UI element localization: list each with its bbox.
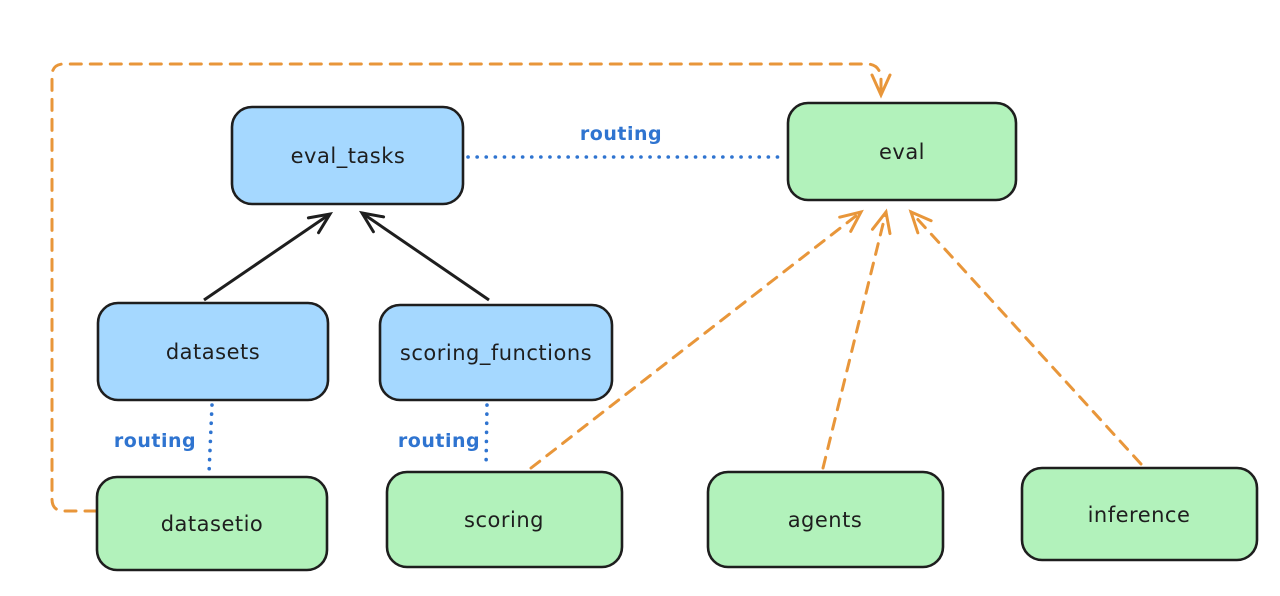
node-datasets: datasets	[96, 301, 330, 402]
node-scoring-functions: scoring_functions	[378, 303, 614, 402]
edge-datasets-to-eval-tasks	[203, 211, 334, 302]
node-eval: eval	[786, 101, 1018, 202]
node-box-inference	[1022, 468, 1257, 560]
edge-routing-datasets-to-datasetio	[207, 403, 214, 475]
node-box-scoring	[387, 472, 622, 567]
node-inference: inference	[1020, 466, 1259, 562]
node-label-datasets: datasets	[166, 340, 260, 364]
routing-label-eval-tasks-eval: routing	[580, 123, 662, 145]
node-label-eval: eval	[879, 140, 925, 164]
node-eval-tasks: eval_tasks	[230, 105, 465, 206]
node-box-eval-tasks	[232, 107, 463, 204]
node-border-scoring	[385, 470, 624, 569]
edge-scoring-to-eval	[529, 209, 864, 470]
node-scoring: scoring	[385, 470, 624, 569]
edge-scoring-functions-to-eval-tasks	[358, 210, 490, 302]
node-box-agents	[708, 472, 943, 567]
node-datasetio: datasetio	[95, 475, 329, 572]
node-label-datasetio: datasetio	[161, 512, 264, 536]
edge-datasetio-to-eval	[50, 62, 892, 513]
node-border-inference	[1020, 466, 1259, 562]
edge-inference-to-eval	[908, 209, 1143, 466]
node-border-datasets	[96, 301, 330, 402]
node-label-scoring: scoring	[464, 508, 544, 532]
node-label-scoring-functions: scoring_functions	[400, 341, 592, 366]
node-border-eval-tasks	[230, 105, 465, 206]
node-box-scoring-functions	[380, 305, 612, 400]
node-box-datasets	[98, 303, 328, 400]
edge-routing-scoring-functions-to-scoring	[484, 403, 489, 470]
node-box-datasetio	[97, 477, 327, 570]
routing-label-scoring-functions-scoring: routing	[398, 430, 480, 452]
node-box-eval	[788, 103, 1016, 200]
node-label-inference: inference	[1088, 503, 1191, 527]
node-label-agents: agents	[788, 508, 863, 532]
node-border-agents	[706, 470, 945, 569]
node-border-scoring-functions	[378, 303, 614, 402]
node-border-datasetio	[95, 475, 329, 572]
node-agents: agents	[706, 470, 945, 569]
routing-label-datasets-datasetio: routing	[114, 430, 196, 452]
node-border-eval	[786, 101, 1018, 202]
edge-agents-to-eval	[821, 208, 892, 470]
node-label-eval-tasks: eval_tasks	[291, 144, 406, 169]
